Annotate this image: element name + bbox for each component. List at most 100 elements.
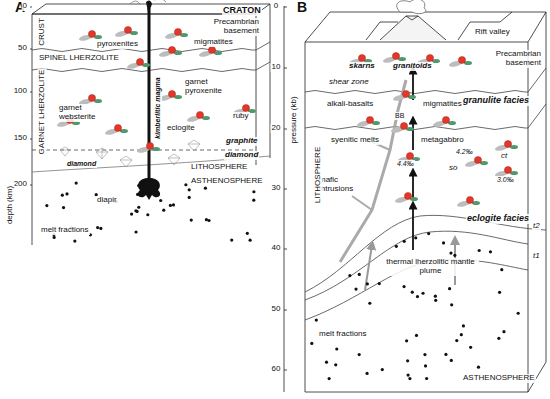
label-text: diamond [66,160,97,168]
label-text: graphite [225,137,259,146]
xenolith [136,142,160,154]
melt-dot [405,339,408,342]
melt-dot [427,232,430,235]
label-text: melt fractions [40,226,90,235]
melt-dot [415,334,418,337]
label-text: GARNET LHERZOLITE [38,69,47,156]
melt-dot [146,213,149,216]
label-text: 4.2‰ [455,148,474,156]
melt-dot [453,254,456,257]
melt-dot [328,377,331,380]
label-text: ct [500,152,508,161]
melt-dot [460,333,463,336]
label-text: shear zone [328,78,370,87]
melt-dot [134,209,137,212]
melt-dot [169,204,172,207]
melt-dot [134,230,137,233]
melt-dot [414,236,417,239]
label-text: diamond [224,151,259,160]
label-text: CRUST [38,17,47,47]
label-text: t1 [532,252,541,261]
label-text: pyroxenites [96,40,139,49]
xenolith-symbols [56,26,518,208]
melt-dot [478,249,481,252]
label-text: 50 [17,44,28,53]
melt-dot [162,209,165,212]
label-text: alkali-basalts [326,100,374,109]
melt-dot [434,295,437,298]
label-text: 10 [271,63,282,72]
panel-a-block [32,4,270,245]
melt-dot [444,353,447,356]
label-text: thermal lherzolitic mantle plume [382,258,479,276]
melt-dot [477,366,480,369]
melt-dot [358,353,361,356]
melt-dot [172,203,175,206]
melt-dot [130,213,133,216]
panel-b-block [305,12,546,392]
label-text: garnet pyroxenite [184,78,230,96]
label-text: 4.4‰ [396,160,415,168]
label-text: Precambrian basement [206,18,260,36]
label-text: depth (km) [6,185,15,225]
melt-dot [403,240,406,243]
label-text: syenitic melts [330,136,380,145]
label-text: diapir [96,196,118,205]
label-text: kimberlitic magma [154,76,162,139]
melt-dot [354,287,357,290]
melt-dot [190,219,193,222]
melt-dot [424,364,427,367]
label-text: 150 [13,134,28,143]
xenolith [114,26,138,38]
label-text: granitoids [392,62,433,71]
melt-dot [65,192,68,195]
xenolith [390,122,414,134]
melt-fraction-dots [45,182,519,381]
label-text: BB [394,112,405,120]
label-text: 0 [273,2,279,11]
melt-dot [425,377,428,380]
melt-dot [408,377,411,380]
label-text: migmatites [422,100,463,109]
xenolith [186,111,210,123]
label-text: melt fractions [318,330,368,339]
label-text: Precambrian basement [490,50,542,68]
melt-dot [205,218,208,221]
label-text: 3.0‰ [496,176,515,184]
melt-dot [62,206,65,209]
melt-dot [381,368,384,371]
melt-dot [45,204,48,207]
xenolith [158,46,182,58]
layer-boundaries [32,42,270,172]
label-text: ASTHENOSPHERE [462,374,536,383]
label-text: 40 [271,244,282,253]
melt-dot [450,359,453,362]
melt-dot [334,363,337,366]
xenolith [164,28,188,40]
melt-dot [450,303,453,306]
melt-dot [204,187,207,190]
label-text: garnet websterite [58,104,104,122]
xenolith [392,90,416,102]
xenolith [448,56,472,68]
melt-dot [252,190,255,193]
label-text: 30 [271,184,282,193]
melt-dot [252,199,255,202]
melt-dot [416,295,419,298]
label-text: eclogite facies [466,214,530,224]
label-text: 0 [22,2,28,11]
label-text: 50 [271,305,282,314]
xenolith [158,90,182,102]
melt-dot [455,339,458,342]
label-text: mafic intrusions [318,176,362,194]
melt-dot [142,193,145,196]
melt-dot [423,353,426,356]
melt-dot [358,273,361,276]
melt-dot [184,183,187,186]
melt-dot [53,236,56,239]
label-text: t2 [532,222,541,231]
melt-dot [469,346,472,349]
melt-dot [61,194,64,197]
melt-dot [148,193,151,196]
